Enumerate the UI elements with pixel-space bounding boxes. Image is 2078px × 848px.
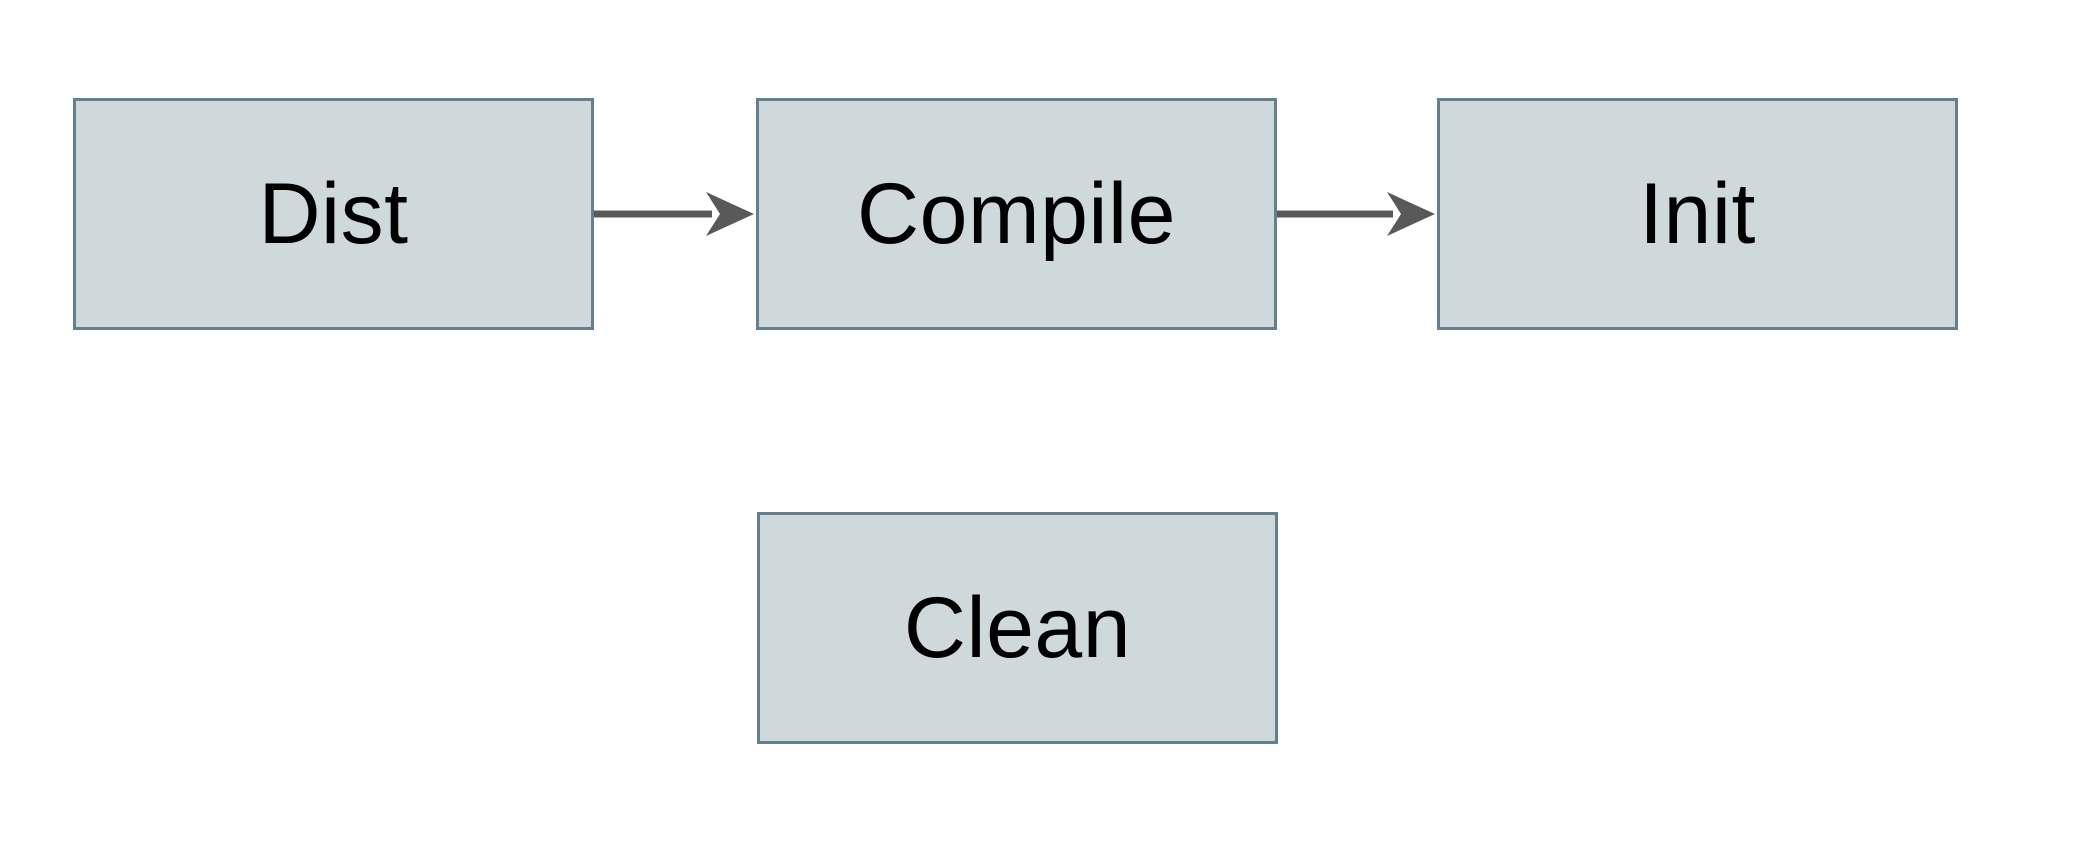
node-init: Init <box>1437 98 1958 330</box>
node-clean: Clean <box>757 512 1278 744</box>
arrowhead-icon <box>1387 192 1435 236</box>
node-clean-label: Clean <box>903 580 1132 676</box>
node-init-label: Init <box>1639 166 1756 262</box>
node-compile-label: Compile <box>857 166 1176 262</box>
node-compile: Compile <box>756 98 1277 330</box>
arrow-dist-to-compile <box>594 192 754 236</box>
arrow-compile-to-init <box>1275 192 1435 236</box>
arrowhead-icon <box>706 192 754 236</box>
node-dist-label: Dist <box>258 166 409 262</box>
node-dist: Dist <box>73 98 594 330</box>
